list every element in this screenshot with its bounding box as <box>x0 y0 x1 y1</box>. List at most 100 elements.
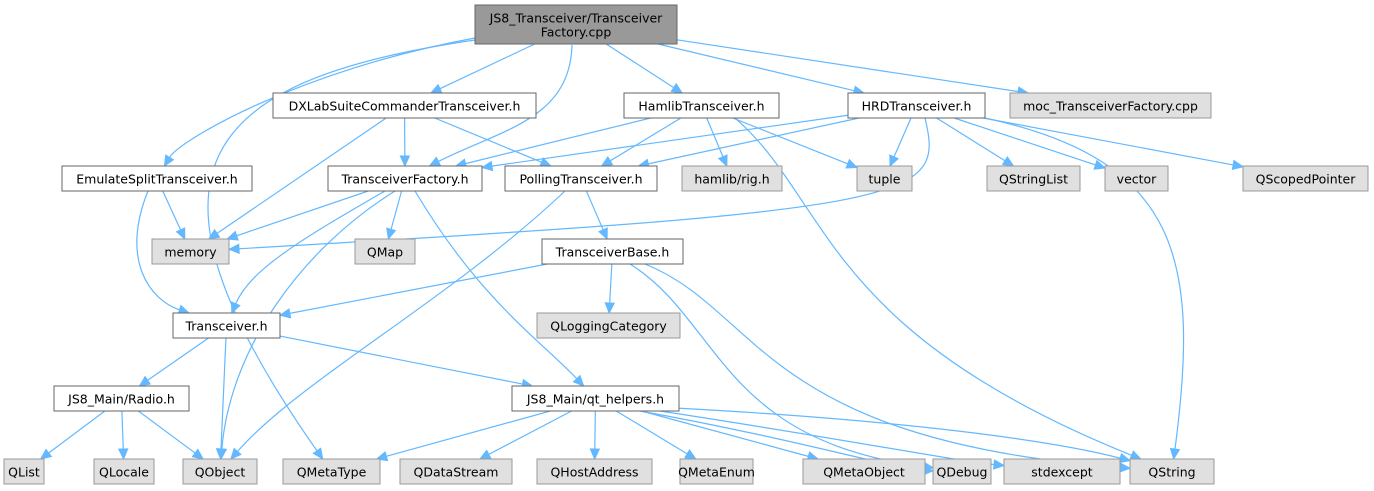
edge-line <box>289 263 548 314</box>
edge-hamlib-to-tfh <box>454 117 651 169</box>
edge-qthelpers-to-qstring <box>674 407 1132 464</box>
edge-hamlib-to-rig <box>706 117 728 168</box>
node-box <box>986 165 1081 192</box>
edge-line <box>594 410 596 450</box>
node-box <box>932 458 992 485</box>
edge-line <box>138 410 196 454</box>
node-hamlib[interactable]: HamlibTransceiver.h <box>623 92 780 119</box>
node-box <box>681 165 783 192</box>
arrowhead-icon <box>480 160 494 172</box>
arrowhead-icon <box>399 155 411 168</box>
node-box <box>847 92 986 119</box>
node-qmetaenum: QMetaEnum <box>678 458 755 485</box>
node-label: QObject <box>195 465 246 480</box>
edge-tfh-to-qthelpers <box>414 190 585 387</box>
edge-line <box>162 190 182 231</box>
edge-polling-to-tbase <box>585 190 608 241</box>
node-polling[interactable]: PollingTransceiver.h <box>504 165 658 192</box>
node-label: memory <box>164 245 217 260</box>
node-qdebug: QDebug <box>932 458 992 485</box>
arrowhead-icon <box>175 227 186 241</box>
arrowhead-icon <box>717 154 728 168</box>
node-box <box>172 312 281 339</box>
arrowhead-icon <box>598 227 608 241</box>
node-qstring: QString <box>1129 458 1215 485</box>
arrowhead-icon <box>1118 452 1132 464</box>
edge-hamlib-to-tuple <box>732 117 859 169</box>
node-label: JS8_Main/qt_helpers.h <box>526 392 664 407</box>
edge-tbase-to-qlogging <box>604 263 616 315</box>
edge-hrd-to-tuple <box>889 117 912 168</box>
nodes-layer: JS8_Transceiver/TransceiverFactory.cppDX… <box>3 4 1369 485</box>
node-label: QString <box>1148 465 1195 480</box>
edge-line <box>936 117 1006 162</box>
node-label: JS8_Main/Radio.h <box>67 392 175 407</box>
edge-tbase-to-qstring <box>644 263 1132 473</box>
node-qlist: QList <box>3 458 45 485</box>
edge-line <box>220 337 227 450</box>
edge-emulate-to-memory <box>162 190 186 241</box>
arrowhead-icon <box>117 448 129 461</box>
node-label: HamlibTransceiver.h <box>638 99 764 114</box>
edge-radio-to-qlocale <box>117 410 129 461</box>
arrowhead-icon <box>478 449 492 460</box>
arrowhead-icon <box>429 83 443 94</box>
edge-hrd-to-tfh <box>480 114 849 172</box>
edge-dxlab-to-polling <box>434 117 552 167</box>
node-label: QMetaObject <box>823 465 905 480</box>
node-box <box>354 238 416 265</box>
arrowhead-icon <box>428 156 442 167</box>
edge-root-to-hrd <box>657 43 866 96</box>
node-label: tuple <box>869 172 901 187</box>
edge-tfh-to-memory <box>226 190 369 241</box>
node-memory: memory <box>151 238 230 265</box>
node-transceiver[interactable]: Transceiver.h <box>172 312 281 339</box>
edge-line <box>136 190 180 311</box>
node-qdatastream: QDataStream <box>399 458 513 485</box>
edge-dxlab-to-tfh <box>399 117 411 168</box>
arrowhead-icon <box>226 230 239 241</box>
edge-radio-to-qobject <box>138 410 205 460</box>
edge-line <box>414 190 578 380</box>
edge-line <box>279 335 523 385</box>
node-qthelpers[interactable]: JS8_Main/qt_helpers.h <box>511 385 680 412</box>
edge-hrd-to-qstringlist <box>936 117 1015 167</box>
edge-line <box>605 43 675 89</box>
node-label: QMap <box>367 245 403 260</box>
node-hrd[interactable]: HRDTransceiver.h <box>847 92 986 119</box>
edge-tbase-to-transceiver <box>278 263 548 319</box>
arrowhead-icon <box>1129 450 1143 460</box>
node-box <box>182 458 258 485</box>
node-emulate[interactable]: EmulateSplitTransceiver.h <box>61 165 253 192</box>
node-label: QList <box>8 465 40 480</box>
node-label: QMetaType <box>297 465 367 480</box>
node-box <box>1003 458 1121 485</box>
edge-dxlab-to-memory <box>207 117 387 240</box>
node-box <box>541 238 684 265</box>
node-box <box>282 458 381 485</box>
node-qlocale: QLocale <box>93 458 155 485</box>
node-label: QScopedPointer <box>1256 172 1357 187</box>
edge-line <box>48 410 106 454</box>
node-label: EmulateSplitTransceiver.h <box>76 172 237 187</box>
arrowhead-icon <box>1001 155 1015 167</box>
node-box <box>93 458 155 485</box>
arrowhead-icon <box>39 448 53 460</box>
node-radio[interactable]: JS8_Main/Radio.h <box>53 385 190 412</box>
edge-line <box>438 44 573 162</box>
edge-line <box>236 190 369 237</box>
node-label: QHostAddress <box>550 465 638 480</box>
edge-line <box>488 410 572 455</box>
node-qlogging: QLoggingCategory <box>536 312 681 339</box>
edge-root-to-emulate <box>163 37 476 168</box>
node-tbase[interactable]: TransceiverBase.h <box>541 238 684 265</box>
arrowhead-icon <box>163 154 175 168</box>
node-box <box>53 385 190 412</box>
node-tfh[interactable]: TransceiverFactory.h <box>327 165 483 192</box>
edge-line <box>207 39 476 452</box>
node-dxlab[interactable]: DXLabSuiteCommanderTransceiver.h <box>272 92 537 119</box>
arrowhead-icon <box>138 375 152 387</box>
edge-line <box>659 410 995 466</box>
node-root[interactable]: JS8_Transceiver/TransceiverFactory.cpp <box>474 4 678 45</box>
